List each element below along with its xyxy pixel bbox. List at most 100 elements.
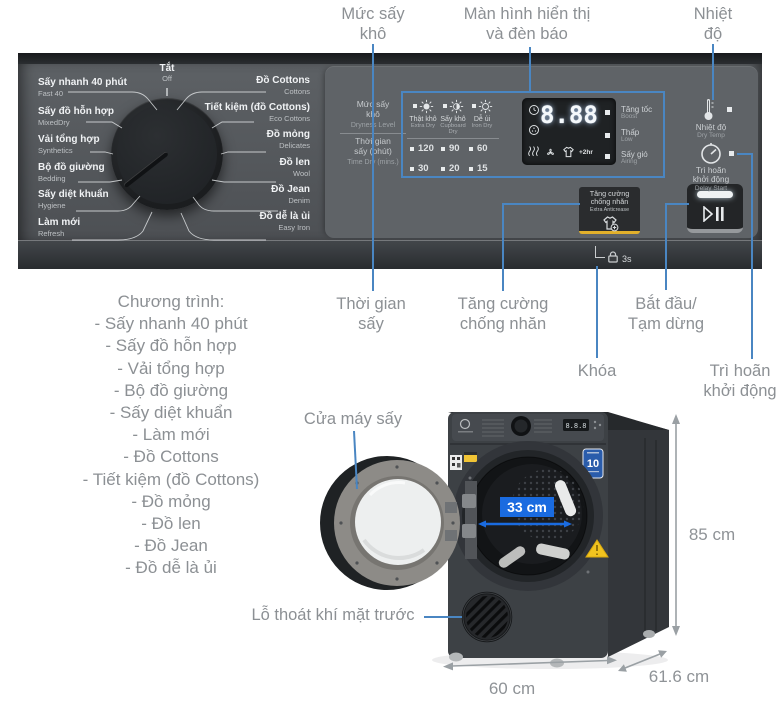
dryness-extra-dry: Thật khô Extra Dry (406, 98, 440, 129)
list-item: - Đồ mỏng (131, 491, 211, 511)
qr-sticker (450, 455, 462, 470)
list-item: - Sấy diệt khuẩn (109, 403, 233, 423)
extra-anticrease-button[interactable]: Tăng cường chống nhăn Extra Anticrease (579, 187, 640, 234)
callout-line-anticrease-v (502, 203, 504, 291)
delay-indicator-square (729, 151, 734, 156)
callout-line-delay-h (737, 153, 753, 155)
callout-line-start-h (665, 203, 689, 205)
display-indicator-2 (605, 133, 610, 138)
callout-line-start-v (665, 203, 667, 290)
dimension-lines (443, 414, 680, 672)
digital-display (522, 98, 616, 165)
machine-side-panel (608, 413, 669, 657)
delay-clock-icon[interactable] (699, 142, 723, 166)
sun-outline-icon (478, 99, 492, 113)
machine-display-value: 8.8.8 (565, 422, 586, 430)
fan-icon (547, 148, 554, 155)
dryness-iron-dry: Dễ ủi Iron Dry (465, 98, 499, 129)
drum-sticker (536, 543, 570, 560)
display-indicator-1 (605, 110, 610, 115)
callout-door: Cửa máy sấy (303, 410, 403, 428)
energy-label (464, 452, 477, 462)
display-highlight-box (401, 91, 665, 178)
foot (643, 630, 655, 638)
shirt-plus-icon (602, 216, 618, 232)
time-120: 120 (410, 143, 434, 154)
play-pause-icon (703, 206, 724, 222)
callout-line-lock (596, 266, 598, 358)
display-value: 8.88 (540, 101, 598, 129)
thermometer-icon[interactable] (702, 98, 715, 122)
hinge-strip (465, 481, 477, 559)
callout-line-dryness (372, 44, 374, 291)
drum-dimension-box (500, 497, 554, 517)
lock-hold-hint: 3s (622, 254, 632, 264)
door-glass (355, 479, 441, 565)
list-item: - Vải tổng hợp (117, 358, 225, 378)
list-item: - Làm mới (132, 425, 210, 445)
list-item: - Đồ len (141, 514, 201, 534)
list-item: - Sấy đồ hỗn hợp (105, 336, 237, 356)
indicator-square (442, 104, 447, 108)
list-item: - Đồ Jean (134, 536, 208, 556)
list-item: - Đồ Cottons (123, 447, 219, 467)
warranty-badge (582, 448, 604, 479)
list-item: - Tiết kiệm (đồ Cottons) (82, 469, 260, 489)
callout-line-anticrease-h (502, 203, 580, 205)
callout-start: Bắt đầu/Tạm dừng (627, 295, 705, 333)
temp-label: Nhiệt độ Dry Temp (695, 123, 727, 140)
warranty-badge-value: 10 (587, 458, 599, 470)
hinge-upper (462, 494, 476, 508)
callout-line-door (353, 430, 358, 490)
list-item: - Đồ dễ là ủi (125, 558, 217, 578)
indicator-square (471, 104, 476, 108)
program-eco-cottons: Tiết kiệm (đồ Cottons)Eco Cottons (204, 102, 310, 123)
dial-pointer-lines (68, 88, 278, 241)
clock-icon (529, 105, 539, 115)
plus-2hr-label: +2hr (579, 149, 593, 156)
lock-icon (608, 251, 618, 263)
callout-line-temp (712, 44, 714, 100)
program-list: Chương trình: - Sấy nhanh 40 phút - Sấy … (55, 291, 287, 580)
height-dimension-label: 85 cm (689, 525, 735, 544)
off-vn: Tắt (159, 63, 175, 74)
start-indicator-light (697, 191, 733, 198)
drum-icon (529, 125, 539, 135)
start-pause-button[interactable] (687, 184, 743, 233)
temp-indicator-square (727, 107, 732, 112)
electrolux-logo-icon (459, 418, 471, 430)
sun-half-icon (449, 99, 463, 113)
panel-bottom-strip (18, 240, 762, 269)
dryness-divider (407, 138, 499, 139)
callout-lock: Khóa (577, 362, 617, 380)
display-indicator-3 (605, 154, 610, 159)
width-dimension-label: 60 cm (489, 679, 535, 698)
time-60: 60 (469, 143, 488, 154)
dial-off-label: Tắt Off (142, 63, 192, 82)
drum-dimension-value: 33 cm (507, 499, 547, 515)
callout-line-display (529, 47, 531, 92)
lock-corner-mark (595, 246, 605, 258)
drum-paddle (554, 480, 577, 517)
program-list-title: Chương trình: (117, 292, 225, 311)
indicator-square (412, 104, 417, 108)
depth-dimension-label: 61.6 cm (649, 667, 709, 686)
machine-display (563, 419, 589, 431)
